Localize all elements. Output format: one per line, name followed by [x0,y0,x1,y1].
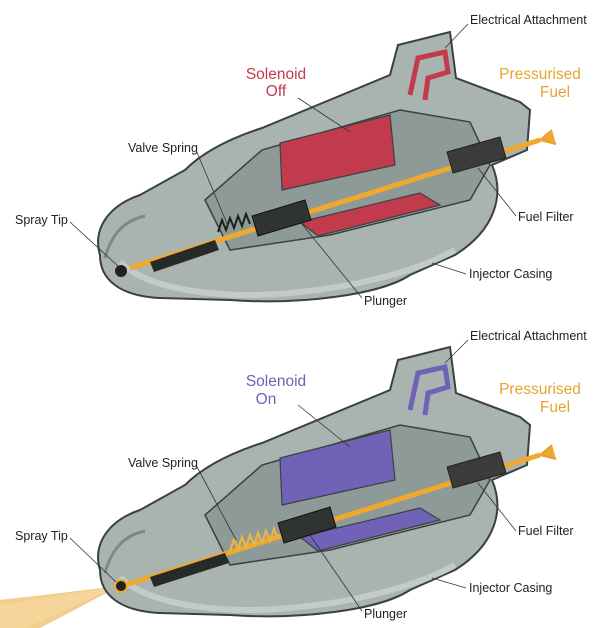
spray-tip-label-on: Spray Tip [15,529,68,543]
spray-tip-ball [115,580,127,592]
injector-off-panel [98,32,540,301]
fuel-arrow-off [540,130,556,144]
plunger-label-on: Plunger [364,607,407,621]
spray-tip-ball [115,265,127,277]
fuel-filter-label-off: Fuel Filter [518,210,574,224]
pressurised-fuel-on-line1: Pressurised [499,381,581,398]
spray-highlight [0,586,120,628]
electrical-attachment-label-off: Electrical Attachment [470,13,587,27]
injector-casing-label-on: Injector Casing [469,581,552,595]
pressurised-fuel-on-line2: Fuel [540,399,570,416]
pressurised-fuel-off-line2: Fuel [540,84,570,101]
solenoid-off-line1: Solenoid [246,66,306,83]
valve-spring-label-off: Valve Spring [128,141,198,155]
spray-tip-label-off: Spray Tip [15,213,68,227]
fuel-arrow-on [540,445,556,459]
valve-spring-label-on: Valve Spring [128,456,198,470]
solenoid-on-line1: Solenoid [246,373,306,390]
plunger-label-off: Plunger [364,294,407,308]
pressurised-fuel-off-line1: Pressurised [499,66,581,83]
solenoid-on-line2: On [256,391,277,408]
injector-casing-label-off: Injector Casing [469,267,552,281]
electrical-attachment-label-on: Electrical Attachment [470,329,587,343]
fuel-filter-label-on: Fuel Filter [518,524,574,538]
solenoid-off-line2: Off [266,83,287,100]
